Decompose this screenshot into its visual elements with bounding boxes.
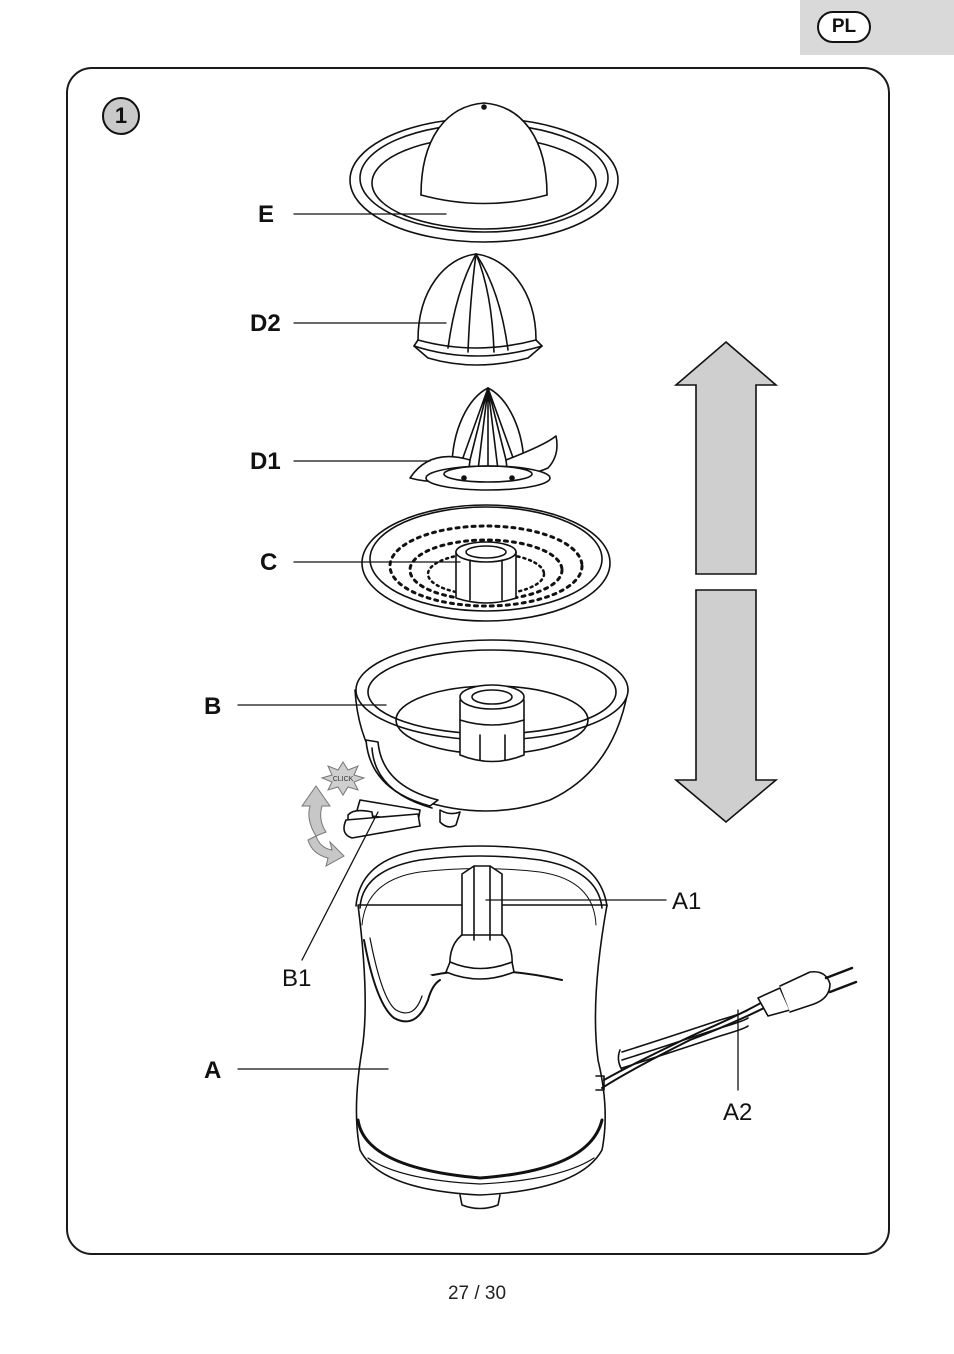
assembly-arrows [676, 342, 776, 822]
part-c-strainer [362, 505, 610, 621]
arrow-down-icon [676, 590, 776, 822]
arrow-up-icon [676, 342, 776, 574]
part-d1-small-cone [410, 388, 557, 490]
label-c: C [260, 549, 277, 576]
label-a2: A2 [723, 1099, 752, 1126]
label-d2: D2 [250, 310, 281, 337]
click-label: CLICK [333, 776, 354, 783]
part-d2-large-cone [414, 254, 542, 365]
label-b1: B1 [282, 965, 311, 992]
page-number: 27 / 30 [0, 1283, 954, 1305]
part-b-bowl [348, 640, 628, 829]
click-burst-icon: CLICK [322, 762, 364, 795]
rotate-arrows-icon [302, 786, 344, 866]
label-e: E [258, 201, 274, 228]
label-a1: A1 [672, 888, 701, 915]
part-a2-cable-plug [602, 968, 856, 1088]
label-d1: D1 [250, 448, 281, 475]
label-a: A [204, 1057, 221, 1084]
label-b: B [204, 693, 221, 720]
part-e-cover [350, 103, 618, 242]
